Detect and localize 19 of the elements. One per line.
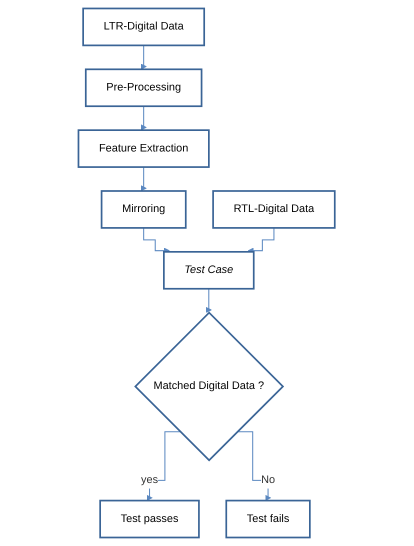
node-box: Mirroring <box>101 190 187 229</box>
arrow <box>141 44 148 70</box>
arrow <box>146 431 181 501</box>
node-box: LTR-Digital Data <box>82 8 206 46</box>
node-box: Test fails <box>226 500 312 538</box>
node-box: Pre-Processing <box>85 68 203 108</box>
node-box: Test Case <box>163 251 255 290</box>
arrow <box>206 288 212 313</box>
arrow <box>248 227 275 254</box>
edge-label: No <box>261 474 276 486</box>
arrow <box>141 106 148 130</box>
edge-label: yes <box>141 474 158 486</box>
node-diamond: Matched Digital Data ? <box>134 312 284 462</box>
arrow <box>144 227 170 254</box>
arrow <box>141 166 148 192</box>
node-box: RTL-Digital Data <box>212 190 336 229</box>
node-box: Test passes <box>100 500 200 538</box>
node-box: Feature Extraction <box>78 129 210 168</box>
arrow <box>238 431 272 501</box>
